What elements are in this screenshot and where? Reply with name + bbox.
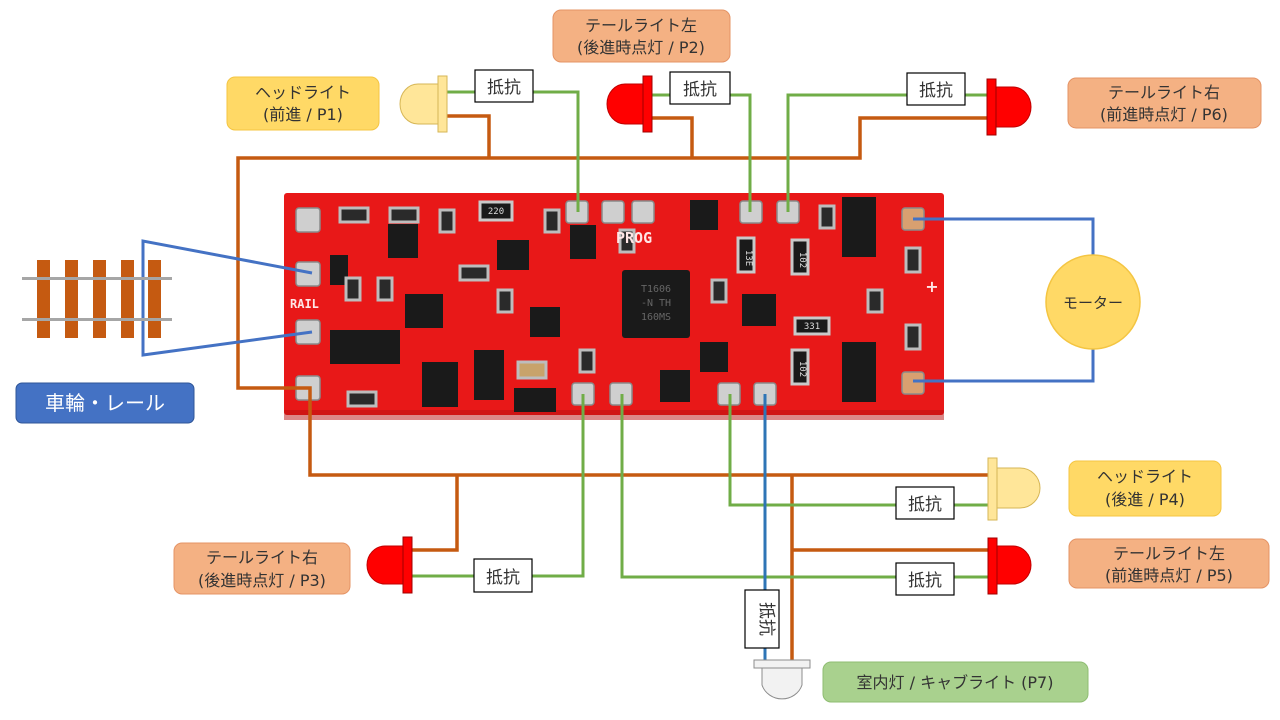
label-line: 車輪・レール — [45, 391, 165, 415]
label-line: (後進時点灯 / P3) — [198, 571, 326, 590]
label-taillight-left-rear: テールライト左 (後進時点灯 / P2) — [552, 9, 731, 63]
resistor-code: 13E — [743, 250, 753, 266]
chip-marking-2: -N TH — [641, 298, 671, 309]
taillight-right-forward-led-icon — [986, 78, 1032, 136]
resistor-p3: 抵抗 — [473, 558, 533, 593]
label-line: ヘッドライト — [255, 83, 351, 102]
prog-pad-1 — [601, 200, 625, 224]
label-line: テールライト左 — [1113, 544, 1225, 563]
label-line: (前進 / P1) — [263, 105, 343, 124]
rail-track-icon — [22, 260, 172, 338]
label-line: テールライト右 — [1108, 83, 1220, 102]
cabin-light-led-icon — [753, 659, 811, 700]
chip-marking-3: 160MS — [641, 312, 671, 323]
label-taillight-left-forward: テールライト左 (前進時点灯 / P5) — [1068, 538, 1270, 589]
resistor-p6: 抵抗 — [906, 72, 966, 106]
label-line: テールライト左 — [585, 16, 697, 35]
label-line: テールライト右 — [206, 548, 318, 567]
resistor-label: 抵抗 — [486, 568, 520, 588]
motor-pad-2 — [901, 371, 925, 395]
label-line: (前進時点灯 / P6) — [1100, 105, 1228, 124]
resistor-label: 抵抗 — [683, 80, 717, 100]
pad — [295, 207, 321, 233]
label-cabin-light: 室内灯 / キャブライト (P7) — [822, 661, 1089, 703]
taillight-right-rear-led-icon — [366, 536, 413, 594]
label-taillight-right-forward: テールライト右 (前進時点灯 / P6) — [1067, 77, 1262, 129]
resistor-p2: 抵抗 — [669, 71, 731, 105]
prog-silkscreen: PROG — [616, 229, 652, 247]
resistor-code: 102 — [797, 361, 807, 377]
label-taillight-right-rear: テールライト右 (後進時点灯 / P3) — [173, 542, 351, 595]
resistor-label: 抵抗 — [487, 78, 521, 98]
resistor-code: 102 — [797, 252, 807, 268]
motor-wires — [913, 217, 1095, 383]
motor-label: モーター — [1063, 294, 1123, 312]
plus-silkscreen: + — [925, 277, 938, 296]
resistor-label: 抵抗 — [908, 495, 942, 515]
taillight-left-forward-led-icon — [987, 537, 1032, 595]
label-line: (後進時点灯 / P2) — [577, 38, 705, 57]
mcu-chip: T1606 -N TH 160MS — [622, 270, 690, 338]
label-headlight-reverse: ヘッドライト (後進 / P4) — [1068, 460, 1222, 517]
taillight-left-rear-led-icon — [606, 75, 653, 133]
resistor-code: 220 — [488, 207, 504, 217]
label-line: ヘッドライト — [1097, 467, 1193, 486]
rail-silkscreen: RAIL — [290, 297, 319, 311]
resistor-p7: 抵抗 — [744, 589, 780, 649]
headlight-reverse-led-icon — [987, 457, 1041, 521]
resistor-p4: 抵抗 — [895, 486, 955, 520]
motor: モーター — [1045, 254, 1141, 350]
prog-pad-2 — [631, 200, 655, 224]
resistor-code: 331 — [804, 322, 820, 332]
resistor-label: 抵抗 — [919, 81, 953, 101]
chip-marking-1: T1606 — [641, 284, 671, 295]
decoder-pcb: T1606 -N TH 160MS — [284, 193, 944, 420]
label-line: 室内灯 / キャブライト (P7) — [857, 673, 1054, 692]
resistor-label: 抵抗 — [756, 602, 776, 636]
headlight-forward-led-icon — [399, 75, 448, 133]
rail-pad-1 — [295, 261, 321, 287]
label-line: (前進時点灯 / P5) — [1105, 566, 1233, 585]
resistor-label: 抵抗 — [908, 571, 942, 591]
label-headlight-forward: ヘッドライト (前進 / P1) — [226, 76, 380, 131]
resistor-p1: 抵抗 — [474, 69, 534, 103]
resistor-p5: 抵抗 — [895, 562, 955, 596]
rail-wires — [141, 239, 313, 357]
label-line: (後進 / P4) — [1105, 490, 1185, 509]
label-rail: 車輪・レール — [15, 382, 195, 424]
